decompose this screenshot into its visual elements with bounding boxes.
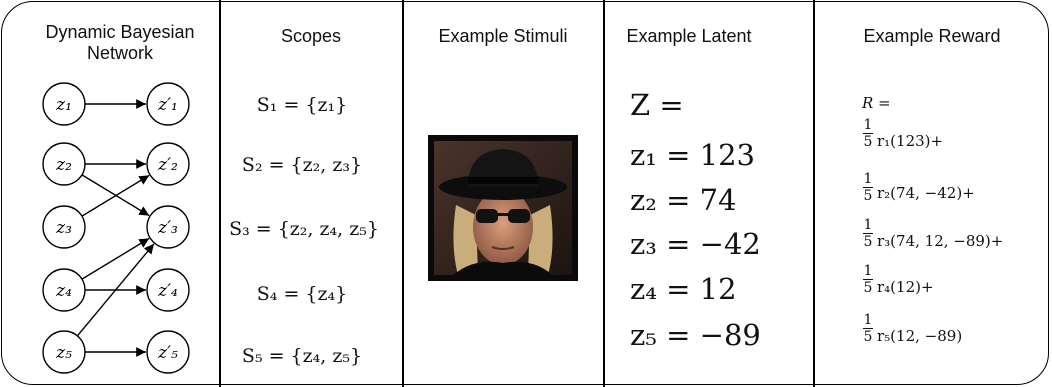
latent-z1: z₁ = 123 <box>630 138 755 172</box>
column-divider <box>603 0 605 387</box>
dynamic-bayesian-network: z₁ z₂ z₃ z₄ z₅ z′₁ z′₂ z′₃ z′₄ z′₅ <box>42 82 190 374</box>
dbn-node-label: z₁ <box>55 95 72 115</box>
dbn-node-z2 <box>42 142 86 186</box>
dbn-node-label: z₄ <box>55 281 72 301</box>
reward-term-2: r₂(74, −42)+ <box>877 184 975 202</box>
dbn-node-label: z′₁ <box>157 95 178 115</box>
dbn-edge-z3-zp2 <box>81 174 150 217</box>
column-divider <box>813 0 815 387</box>
latent-z4: z₄ = 12 <box>630 272 737 306</box>
scope-2: S₂ = {z₂, z₃} <box>241 154 363 176</box>
latent-z2: z₂ = 74 <box>630 183 737 217</box>
reward-term-4: r₄(12)+ <box>877 278 934 296</box>
reward-term-5: r₅(12, −89) <box>877 327 963 345</box>
dbn-node-zp2 <box>146 142 190 186</box>
dbn-node-z3 <box>42 205 86 249</box>
scope-5: S₅ = {z₄, z₅} <box>241 345 363 367</box>
reward-term-3: r₃(74, 12, −89)+ <box>877 232 1004 250</box>
dbn-node-z4 <box>42 268 86 312</box>
column-divider <box>402 0 404 387</box>
scope-3: S₃ = {z₂, z₄, z₅} <box>229 218 379 240</box>
latent-z3: z₃ = −42 <box>630 227 761 261</box>
portrait-photo-icon <box>434 141 572 281</box>
dbn-node-zp1 <box>146 82 190 126</box>
dbn-node-label: z′₂ <box>157 155 178 175</box>
header-dbn-line1: Dynamic Bayesian <box>45 22 195 42</box>
dbn-node-label: z′₄ <box>157 281 178 301</box>
stimulus-portrait-image <box>428 135 578 281</box>
dbn-node-label: z′₃ <box>157 218 178 238</box>
header-scopes: Scopes <box>280 26 342 46</box>
scope-1: S₁ = {z₁} <box>256 94 348 116</box>
reward-term-1: r₁(123)+ <box>877 132 944 150</box>
header-dbn-line2: Network <box>86 43 153 63</box>
header-dbn: Dynamic Bayesian Network <box>30 22 210 64</box>
fraction-denominator: 5 <box>863 134 873 150</box>
dbn-node-label: z₅ <box>55 343 72 363</box>
dbn-node-label: z′₅ <box>157 343 178 363</box>
latent-z5: z₅ = −89 <box>630 318 761 352</box>
dbn-node-zp5 <box>146 330 190 374</box>
header-latent: Example Latent <box>626 26 752 46</box>
dbn-node-z1 <box>42 82 86 126</box>
dbn-node-zp4 <box>146 268 190 312</box>
reward-header: R = <box>862 94 891 112</box>
header-reward: Example Reward <box>863 26 1001 46</box>
dbn-edge-z5-zp3 <box>76 243 155 337</box>
dbn-edge-z4-zp3 <box>81 237 150 280</box>
dbn-node-label: z₃ <box>55 218 72 238</box>
header-stimuli: Example Stimuli <box>438 26 568 46</box>
scope-4: S₄ = {z₄} <box>256 283 348 305</box>
fraction-numerator: 1 <box>863 117 873 133</box>
column-divider <box>219 0 221 387</box>
dbn-node-label: z₂ <box>55 155 72 175</box>
dbn-node-z5 <box>42 330 86 374</box>
dbn-node-zp3 <box>146 205 190 249</box>
latent-header: Z = <box>630 88 684 122</box>
